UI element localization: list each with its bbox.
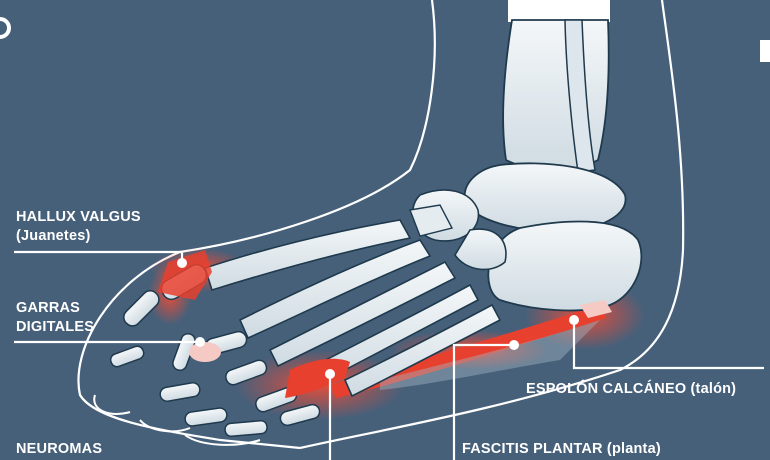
- label-neuromas: NEUROMAS: [16, 440, 102, 459]
- phalanx-5b: [225, 420, 268, 437]
- dot-hallux: [177, 258, 187, 268]
- tibia-bone: [503, 20, 609, 170]
- label-garras-line2: DIGITALES: [16, 318, 94, 337]
- edge-mark: [0, 19, 9, 37]
- dot-espolon: [569, 315, 579, 325]
- dot-fascitis: [509, 340, 519, 350]
- label-hallux-valgus: HALLUX VALGUS: [16, 208, 141, 227]
- phalanx-3b: [159, 382, 201, 403]
- corner-mark: [760, 40, 770, 62]
- label-espolon-calcaneo: ESPOLÓN CALCÁNEO (talón): [526, 380, 736, 399]
- toe-inflammation: [189, 342, 221, 362]
- talus-bone: [465, 163, 626, 232]
- calcaneus-bone: [488, 221, 641, 310]
- dot-neuromas: [325, 369, 335, 379]
- dot-garras: [195, 337, 205, 347]
- label-hallux-valgus-sub: (Juanetes): [16, 227, 91, 246]
- leg-top-highlight: [508, 0, 610, 22]
- phalanx-2c: [109, 345, 145, 369]
- label-garras-line1: GARRAS: [16, 299, 80, 318]
- phalanx-4b: [184, 407, 228, 427]
- label-fascitis-plantar: FASCITIS PLANTAR (planta): [462, 440, 661, 459]
